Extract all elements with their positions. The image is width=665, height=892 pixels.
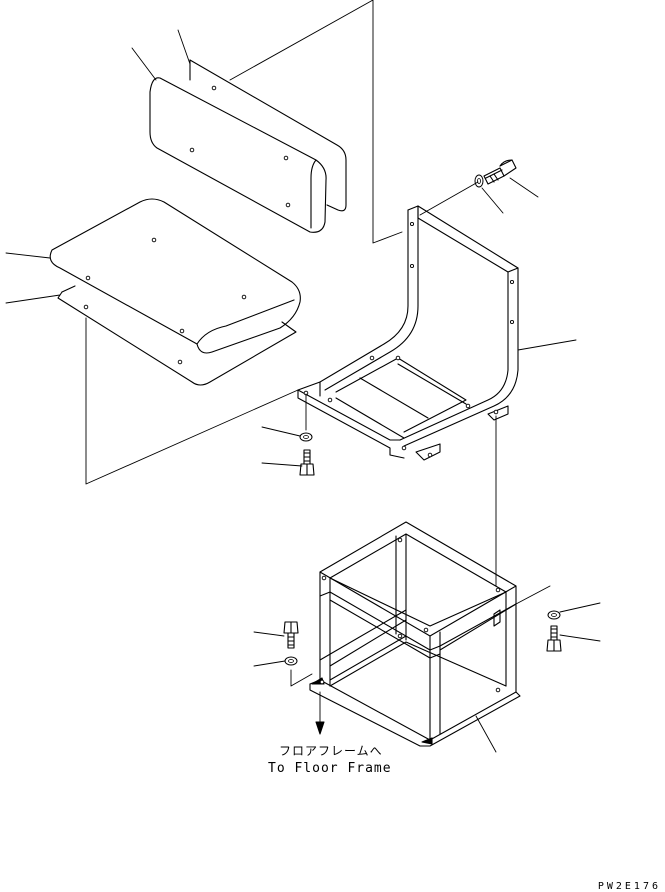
leader-lines bbox=[5, 29, 601, 753]
floor-frame-note-english: To Floor Frame bbox=[268, 761, 392, 776]
washer-right bbox=[547, 610, 561, 620]
bolt-right bbox=[546, 625, 562, 652]
seat-cushion bbox=[49, 198, 301, 354]
bolt-middle bbox=[299, 449, 315, 476]
arrow-down-icon bbox=[315, 691, 325, 735]
bolt-left bbox=[283, 621, 299, 649]
assembly-lines bbox=[85, 0, 403, 485]
drawing-code: PW2E176 bbox=[597, 881, 661, 892]
backrest-cushion bbox=[149, 77, 327, 233]
washer-top bbox=[474, 174, 484, 188]
washer-middle bbox=[299, 432, 313, 442]
washer-left bbox=[284, 656, 298, 666]
floor-frame-note-japanese: フロアフレームへ bbox=[279, 744, 383, 758]
bolt-top bbox=[483, 159, 517, 185]
backrest-plate bbox=[189, 59, 347, 212]
base-frame bbox=[309, 521, 521, 747]
seat-bracket bbox=[297, 205, 519, 461]
seat-plate bbox=[57, 285, 297, 386]
